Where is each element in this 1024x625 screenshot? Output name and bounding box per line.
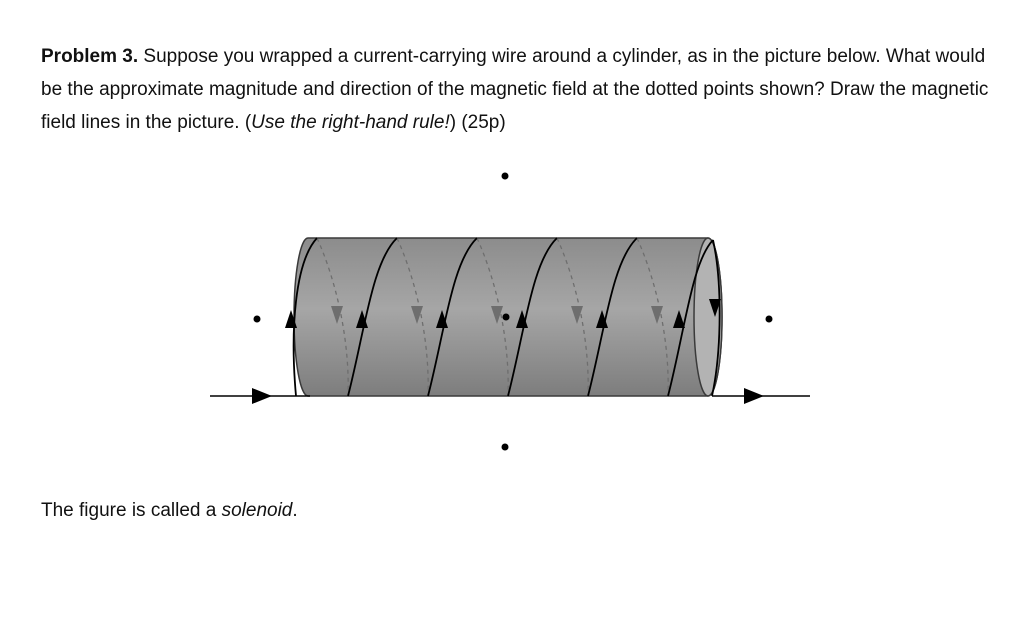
wire-front-arrows <box>285 310 685 328</box>
cylinder-end-cap <box>693 237 723 397</box>
wire-end-cap-segment <box>709 239 721 397</box>
problem-statement: Problem 3. Suppose you wrapped a current… <box>41 40 1001 139</box>
dot-right <box>765 315 773 323</box>
wire-back-segments <box>316 237 669 397</box>
problem-hint: Use the right-hand rule! <box>251 112 450 133</box>
dot-center <box>502 313 510 321</box>
problem-text-part-1: Suppose you wrapped a current-carrying w… <box>41 46 989 133</box>
caption-text-part-2: . <box>292 500 298 521</box>
problem-text-part-2: ) (25p) <box>449 112 506 133</box>
wire-front-segments <box>292 237 714 397</box>
problem-label: Problem 3. <box>41 46 139 67</box>
wire-back-arrows <box>331 306 663 324</box>
dotted-points <box>253 172 773 451</box>
wire-lead-out <box>712 388 810 404</box>
figure-caption: The figure is called a solenoid. <box>41 496 298 526</box>
dot-bottom <box>501 443 509 451</box>
wire-lead-in <box>210 388 310 404</box>
caption-term: solenoid <box>221 500 293 521</box>
dot-left <box>253 315 261 323</box>
dot-top <box>501 172 509 180</box>
caption-text-part-1: The figure is called a <box>41 500 222 521</box>
